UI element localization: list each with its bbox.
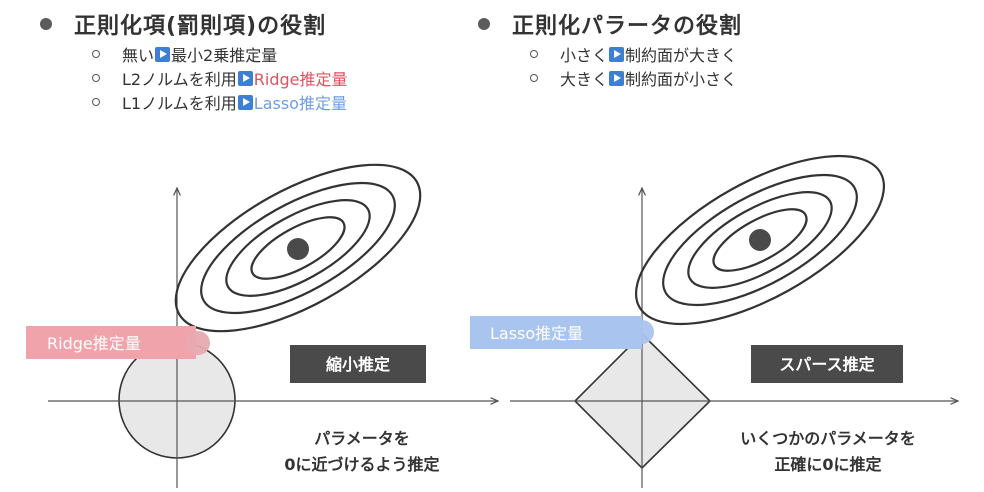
- list-item: 大きく 制約面が小さく: [530, 66, 742, 90]
- ridge-label: Ridge推定量: [47, 334, 141, 353]
- ols-estimate-dot: [287, 238, 309, 260]
- sub-bullet: [530, 50, 538, 58]
- loss-contours: [634, 154, 886, 326]
- loss-contours: [174, 163, 422, 333]
- contour-ellipse: [634, 154, 886, 326]
- lasso-label: Lasso推定量: [490, 324, 583, 343]
- item-pre: 小さく: [560, 46, 609, 65]
- sub-bullet: [530, 74, 538, 82]
- shrinkage-box: [290, 345, 426, 383]
- lasso-solution-point: [630, 320, 654, 344]
- list-item: L2ノルムを利用 Ridge推定量: [92, 66, 348, 90]
- contour-ellipse: [174, 163, 422, 333]
- bullet-dot: [478, 18, 490, 30]
- item-post-lasso: Lasso推定量: [253, 94, 347, 113]
- lasso-diagram: Lasso推定量 スパース推定 いくつかのパラメータを 正確に0に推定: [470, 154, 958, 488]
- sparse-box-label: スパース推定: [779, 355, 874, 374]
- lasso-label-band: [470, 316, 642, 349]
- lasso-caption-line1: いくつかのパラメータを: [740, 429, 916, 448]
- contour-ellipse: [712, 208, 808, 272]
- item-post: 制約面が小さく: [625, 70, 738, 89]
- sparse-box: [751, 345, 903, 383]
- item-post: 最小2乗推定量: [171, 46, 278, 65]
- sub-bullet: [92, 98, 100, 106]
- sub-bullet: [92, 74, 100, 82]
- list-item: L1ノルムを利用 Lasso推定量: [92, 90, 348, 114]
- item-pre: L2ノルムを利用: [122, 70, 237, 89]
- play-icon: [609, 70, 625, 86]
- item-post: 制約面が大きく: [625, 46, 738, 65]
- ridge-solution-point: [186, 331, 210, 355]
- contour-ellipse: [250, 216, 346, 280]
- ridge-label-band: [26, 326, 196, 359]
- list-item: 無い 最小2乗推定量: [92, 42, 348, 66]
- contour-ellipse: [225, 199, 371, 297]
- ridge-caption-line1: パラメータを: [314, 429, 410, 448]
- item-pre: 大きく: [560, 70, 609, 89]
- left-bullet-list: 正則化項(罰則項)の役割 無い 最小2乗推定量 L2ノルムを利用 Ridge推定…: [40, 0, 348, 114]
- play-icon: [237, 94, 253, 110]
- play-icon: [609, 46, 625, 62]
- contour-ellipse: [200, 181, 396, 315]
- ols-estimate-dot: [749, 229, 771, 251]
- play-icon: [155, 46, 171, 62]
- item-pre: 無い: [122, 46, 155, 65]
- lasso-caption-line2: 正確に0に推定: [774, 455, 881, 474]
- contour-ellipse: [687, 191, 833, 289]
- right-heading: 正則化パラータの役割: [512, 14, 743, 39]
- left-heading: 正則化項(罰則項)の役割: [74, 14, 327, 39]
- list-item: 小さく 制約面が大きく: [530, 42, 742, 66]
- item-pre: L1ノルムを利用: [122, 94, 237, 113]
- bullet-dot: [40, 18, 52, 30]
- play-icon: [237, 70, 253, 86]
- contour-ellipse: [662, 173, 858, 307]
- ridge-diagram: Ridge推定量 縮小推定 パラメータを 0に近づけるよう推定: [26, 163, 498, 488]
- ridge-caption-line2: 0に近づけるよう推定: [284, 455, 439, 474]
- sub-bullet: [92, 50, 100, 58]
- right-bullet-list: 正則化パラータの役割 小さく 制約面が大きく 大きく 制約面が小さく: [478, 0, 742, 90]
- shrinkage-box-label: 縮小推定: [326, 355, 390, 374]
- item-post-ridge: Ridge推定量: [253, 70, 348, 89]
